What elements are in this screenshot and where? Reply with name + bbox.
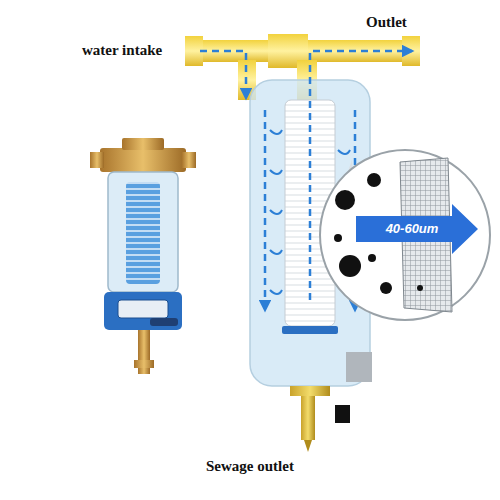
- drain-label: Sewage outlet: [206, 458, 294, 475]
- magnifier: [320, 150, 490, 320]
- inlet-label: water intake: [82, 42, 162, 59]
- outlet-label: Outlet: [366, 14, 407, 31]
- mesh-size-label: 40-60um: [386, 222, 439, 236]
- product-photo: [90, 138, 196, 374]
- filter-bowl: [250, 80, 372, 452]
